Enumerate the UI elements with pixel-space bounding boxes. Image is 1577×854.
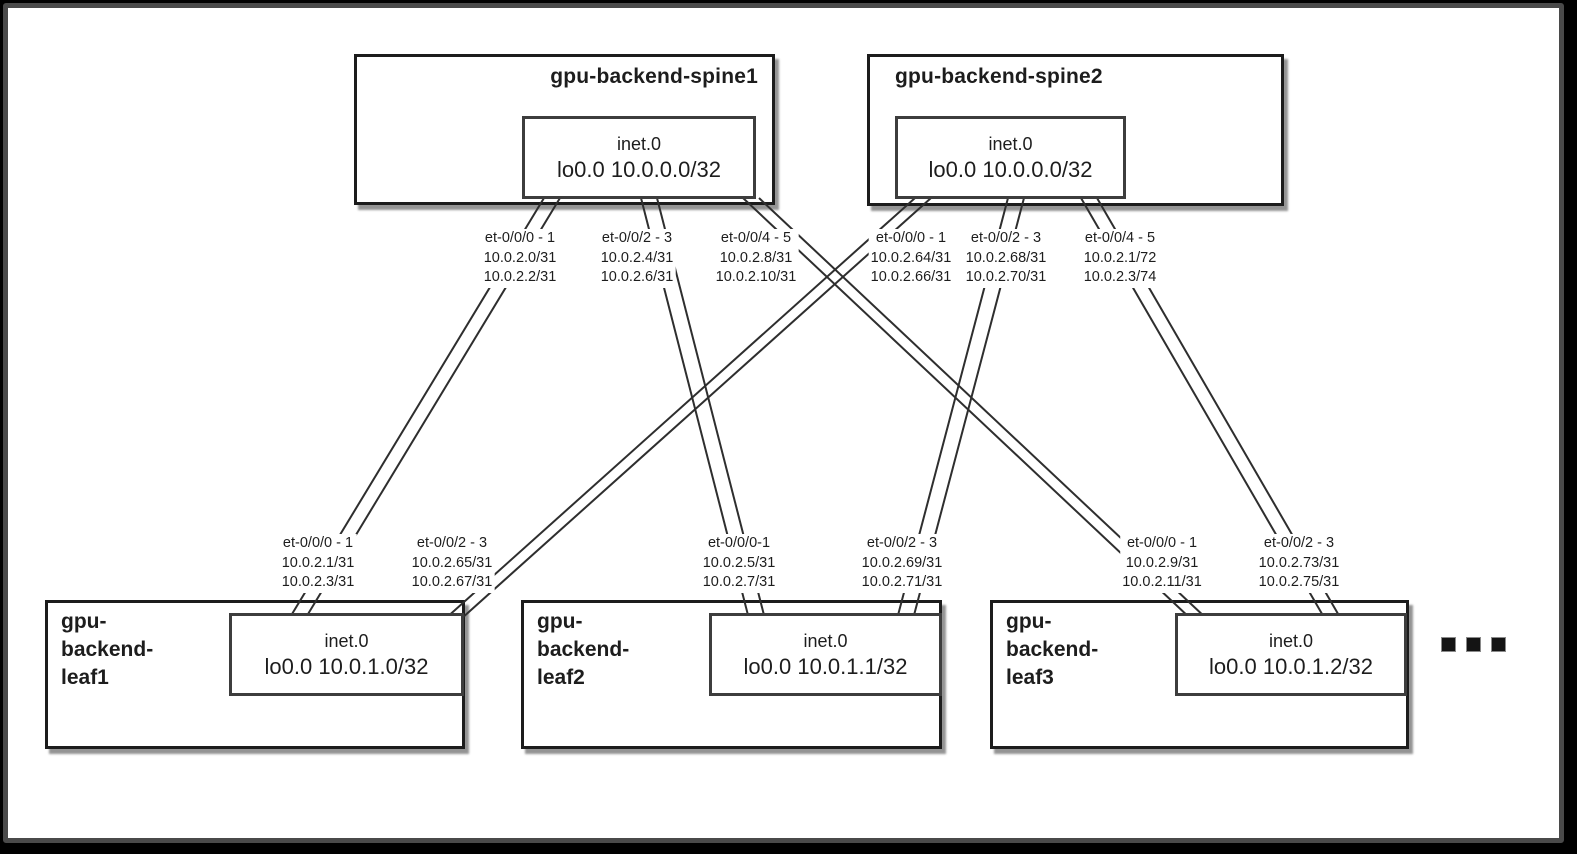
- leaf3-title: gpu- backend- leaf3: [1006, 608, 1098, 692]
- port-ip2: 10.0.2.7/31: [702, 574, 776, 590]
- spine2-port1-label: et-0/0/0 - 1 10.0.2.64/31 10.0.2.66/31: [868, 229, 954, 288]
- leaf3-port2-label: et-0/0/2 - 3 10.0.2.73/31 10.0.2.75/31: [1256, 534, 1342, 593]
- leaf3-title-line2: backend-: [1006, 638, 1099, 661]
- port-ip2: 10.0.2.3/31: [281, 574, 355, 590]
- port-ip1: 10.0.2.1/72: [1083, 249, 1157, 266]
- spine1-table-name: inet.0: [616, 133, 662, 154]
- leaf3-port1-label: et-0/0/0 - 1 10.0.2.9/31 10.0.2.11/31: [1120, 534, 1204, 593]
- port-ip2: 10.0.2.71/31: [861, 574, 943, 590]
- port-ip1: 10.0.2.0/31: [483, 249, 557, 266]
- spine2-title: gpu-backend-spine2: [895, 65, 1103, 88]
- port-ip2: 10.0.2.2/31: [483, 269, 557, 285]
- leaf2-title-line2: backend-: [537, 638, 630, 661]
- ellipsis-square: [1491, 637, 1506, 652]
- leaf3-table-name: inet.0: [1268, 630, 1314, 651]
- diagram-canvas: gpu-backend-spine1 gpu-backend-spine2 gp…: [3, 3, 1564, 843]
- port-ip2: 10.0.2.66/31: [870, 269, 952, 285]
- leaf2-loopback: lo0.0 10.0.1.1/32: [743, 653, 908, 679]
- port-ip2: 10.0.2.67/31: [411, 574, 493, 590]
- spine2-port2-label: et-0/0/2 - 3 10.0.2.68/31 10.0.2.70/31: [963, 229, 1049, 288]
- port-name: et-0/0/0 - 1: [282, 535, 354, 551]
- port-ip1: 10.0.2.65/31: [411, 554, 493, 571]
- spine1-route-table-box: inet.0 lo0.0 10.0.0.0/32: [522, 116, 756, 199]
- port-name: et-0/0/4 - 5: [720, 230, 792, 246]
- port-ip2: 10.0.2.10/31: [715, 269, 797, 285]
- port-ip1: 10.0.2.4/31: [600, 249, 674, 266]
- port-name: et-0/0/2 - 3: [866, 535, 938, 551]
- leaf1-title-line1: gpu-: [61, 610, 107, 633]
- port-ip1: 10.0.2.64/31: [870, 249, 952, 266]
- port-ip1: 10.0.2.68/31: [965, 249, 1047, 266]
- ellipsis-square: [1441, 637, 1456, 652]
- leaf3-title-line1: gpu-: [1006, 610, 1052, 633]
- leaf1-port2-label: et-0/0/2 - 3 10.0.2.65/31 10.0.2.67/31: [409, 534, 495, 593]
- leaf1-loopback: lo0.0 10.0.1.0/32: [264, 653, 429, 679]
- port-ip2: 10.0.2.70/31: [965, 269, 1047, 285]
- port-ip1: 10.0.2.73/31: [1258, 554, 1340, 571]
- port-ip1: 10.0.2.9/31: [1125, 554, 1199, 571]
- ellipsis-square: [1466, 637, 1481, 652]
- spine2-loopback: lo0.0 10.0.0.0/32: [928, 156, 1093, 182]
- leaf1-title: gpu- backend- leaf1: [61, 608, 153, 692]
- port-ip2: 10.0.2.75/31: [1258, 574, 1340, 590]
- port-ip1: 10.0.2.69/31: [861, 554, 943, 571]
- port-name: et-0/0/0 - 1: [484, 230, 556, 246]
- port-ip2: 10.0.2.3/74: [1083, 269, 1157, 285]
- leaf3-loopback: lo0.0 10.0.1.2/32: [1209, 653, 1373, 679]
- spine1-title: gpu-backend-spine1: [550, 65, 758, 88]
- leaf2-table-name: inet.0: [803, 630, 848, 651]
- port-name: et-0/0/4 - 5: [1084, 230, 1156, 246]
- spine2-port3-label: et-0/0/4 - 5 10.0.2.1/72 10.0.2.3/74: [1081, 229, 1159, 288]
- link-spine2p1-leaf1p2: [444, 197, 932, 620]
- leaf2-port1-label: et-0/0/0-1 10.0.2.5/31 10.0.2.7/31: [700, 534, 778, 593]
- leaf1-title-line3: leaf1: [61, 666, 109, 689]
- leaf1-port1-label: et-0/0/0 - 1 10.0.2.1/31 10.0.2.3/31: [279, 534, 357, 593]
- spine1-loopback: lo0.0 10.0.0.0/32: [557, 156, 721, 182]
- leaf1-route-table-box: inet.0 lo0.0 10.0.1.0/32: [229, 613, 464, 696]
- spine1-port2-label: et-0/0/2 - 3 10.0.2.4/31 10.0.2.6/31: [598, 229, 676, 288]
- port-name: et-0/0/2 - 3: [1263, 535, 1335, 551]
- port-ip2: 10.0.2.11/31: [1122, 574, 1202, 590]
- port-name: et-0/0/0 - 1: [875, 230, 947, 246]
- links-layer: [288, 197, 1342, 620]
- leaf3-title-line3: leaf3: [1006, 666, 1054, 689]
- port-ip1: 10.0.2.8/31: [719, 249, 793, 266]
- port-name: et-0/0/2 - 3: [601, 230, 673, 246]
- leaf2-title-line3: leaf2: [537, 666, 585, 689]
- port-ip1: 10.0.2.5/31: [702, 554, 776, 571]
- more-leaves-ellipsis-icon: [1441, 637, 1506, 652]
- spine2-table-name: inet.0: [988, 133, 1033, 154]
- leaf1-table-name: inet.0: [324, 630, 369, 651]
- leaf2-route-table-box: inet.0 lo0.0 10.0.1.1/32: [709, 613, 942, 696]
- port-name: et-0/0/2 - 3: [416, 535, 488, 551]
- spine1-port1-label: et-0/0/0 - 1 10.0.2.0/31 10.0.2.2/31: [481, 229, 559, 288]
- leaf3-route-table-box: inet.0 lo0.0 10.0.1.2/32: [1175, 613, 1407, 696]
- leaf1-title-line2: backend-: [61, 638, 154, 661]
- leaf2-title-line1: gpu-: [537, 610, 583, 633]
- port-ip2: 10.0.2.6/31: [600, 269, 674, 285]
- port-ip1: 10.0.2.1/31: [281, 554, 355, 571]
- port-name: et-0/0/0 - 1: [1126, 535, 1198, 551]
- spine1-port3-label: et-0/0/4 - 5 10.0.2.8/31 10.0.2.10/31: [713, 229, 799, 288]
- port-name: et-0/0/0-1: [707, 535, 771, 551]
- spine2-route-table-box: inet.0 lo0.0 10.0.0.0/32: [895, 116, 1126, 199]
- leaf2-port2-label: et-0/0/2 - 3 10.0.2.69/31 10.0.2.71/31: [859, 534, 945, 593]
- leaf2-title: gpu- backend- leaf2: [537, 608, 629, 692]
- port-name: et-0/0/2 - 3: [970, 230, 1042, 246]
